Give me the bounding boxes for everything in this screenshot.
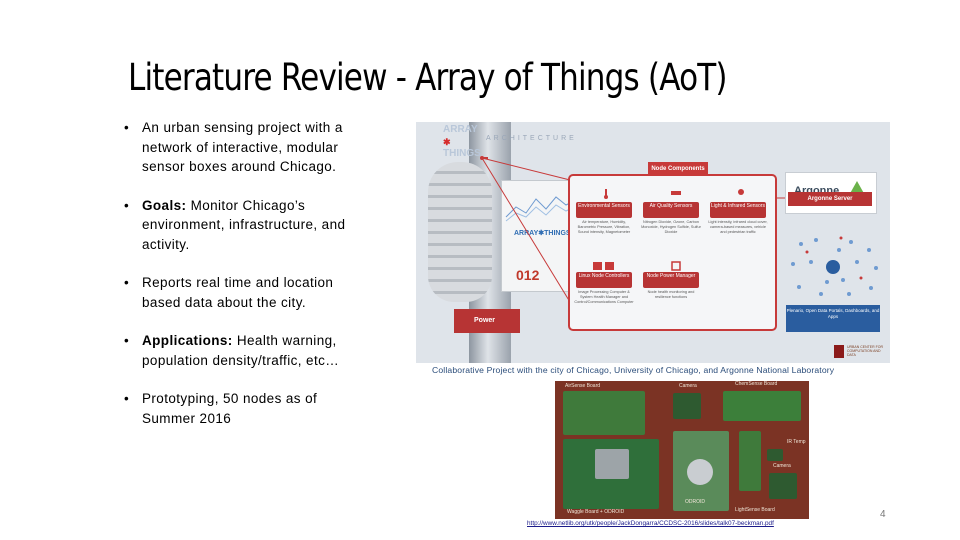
bullet-text: Reports real time and location based dat… (142, 275, 334, 310)
power-box: Power (454, 309, 520, 333)
bullet-item: Goals: Monitor Chicago’s environment, in… (122, 196, 372, 255)
bullet-bold: Goals: (142, 197, 187, 213)
chemsense-board (723, 391, 801, 421)
node-components-panel: Node Components Environmental Sensors Ai… (568, 162, 777, 331)
brand-line1: ARRAY (443, 124, 478, 135)
bullet-bold: Applications: (142, 333, 233, 348)
argonne-server: Argonne Server (788, 192, 872, 206)
component-card: Node Power Manager (643, 272, 699, 288)
diagram-caption: Collaborative Project with the city of C… (432, 365, 835, 375)
photo-label: Camera (773, 463, 791, 469)
bullet-item: Applications: Health warning, population… (122, 331, 372, 370)
source-link[interactable]: http://www.netlib.org/utk/people/JackDon… (527, 520, 774, 527)
brand-line2: THINGS (443, 148, 481, 159)
photo-label: ChemSense Board (735, 381, 778, 387)
slide-title: Literature Review - Array of Things (AoT… (128, 56, 728, 99)
uc-logo: URBAN CENTER FOR COMPUTATION AND DATA (834, 343, 886, 361)
aot-brand: ARRAY ✱ THINGS (443, 124, 481, 160)
bullet-list: An urban sensing project with a network … (122, 118, 372, 428)
lightsense-board (739, 431, 761, 491)
camera-board (673, 393, 701, 419)
sun-icon (735, 184, 747, 195)
odroid-heatsink (595, 449, 629, 479)
photo-label: Waggle Board + ODROID (567, 509, 625, 515)
bullet-text: Monitor Chicago’s environment, infrastru… (142, 197, 346, 252)
airsense-board (563, 391, 645, 435)
ir-temp-board (767, 449, 783, 461)
component-desc: Image Processing Computer & System Healt… (574, 290, 634, 304)
odroid-fan (687, 459, 713, 485)
bullet-item: An urban sensing project with a network … (122, 118, 372, 177)
component-card: Linux Node Controllers (576, 272, 632, 288)
photo-label: LightSense Board (735, 507, 775, 513)
photo-label: Camera (679, 383, 697, 389)
uc-logo-text: URBAN CENTER FOR COMPUTATION AND DATA (847, 345, 883, 357)
photo-label: ODROID (685, 499, 705, 505)
photo-label: AirSense Board (565, 383, 601, 389)
component-desc: Nitrogen Dioxide, Ozone, Carbon Monoxide… (641, 220, 701, 234)
photo-label: IR Temp (787, 439, 806, 445)
node-number: 012 (516, 267, 540, 283)
bullet-item: Reports real time and location based dat… (122, 273, 372, 312)
architecture-diagram: ARRAY ✱ THINGS ARCHITECTURE ARRAY✱THINGS… (416, 122, 890, 363)
architecture-label: ARCHITECTURE (486, 135, 577, 142)
node-components-header: Node Components (648, 162, 708, 176)
uc-shield-icon (834, 345, 844, 358)
box-logo: ARRAY✱THINGS (514, 230, 571, 237)
cpu-icon (592, 258, 616, 270)
bullet-text: Health warning, population density/traff… (142, 333, 340, 368)
component-desc: Air temperature, Humidity, Barometric Pr… (577, 220, 631, 234)
component-desc: Node health monitoring and resilience fu… (647, 290, 695, 299)
camera-board-2 (769, 473, 797, 499)
sensor-radiation-shield (428, 162, 492, 302)
boards-photo: AirSense Board Camera ChemSense Board IR… (555, 381, 809, 519)
bullet-item: Prototyping, 50 nodes as of Summer 2016 (122, 389, 372, 428)
page-number: 4 (880, 509, 886, 520)
component-desc: Light intensity, infrared cloud cover, c… (708, 220, 768, 234)
thermometer-icon (600, 186, 612, 199)
bullet-text: Prototyping, 50 nodes as of Summer 2016 (142, 391, 318, 426)
wave-graphic-icon (505, 196, 575, 222)
component-card: Air Quality Sensors (643, 202, 699, 218)
battery-icon (670, 258, 682, 271)
sensor-node-box: ARRAY✱THINGS 012 (501, 180, 577, 292)
plenario-box: Plenario, Open Data Portals, Dashboards,… (786, 305, 880, 332)
bullet-text: An urban sensing project with a network … (142, 120, 343, 174)
component-card: Environmental Sensors (576, 202, 632, 218)
windsock-icon (670, 186, 682, 196)
component-card: Light & Infrared Sensors (710, 202, 766, 218)
power-label: Power (474, 317, 496, 324)
star-icon: ✱ (443, 137, 451, 147)
network-cluster-icon (791, 236, 878, 296)
